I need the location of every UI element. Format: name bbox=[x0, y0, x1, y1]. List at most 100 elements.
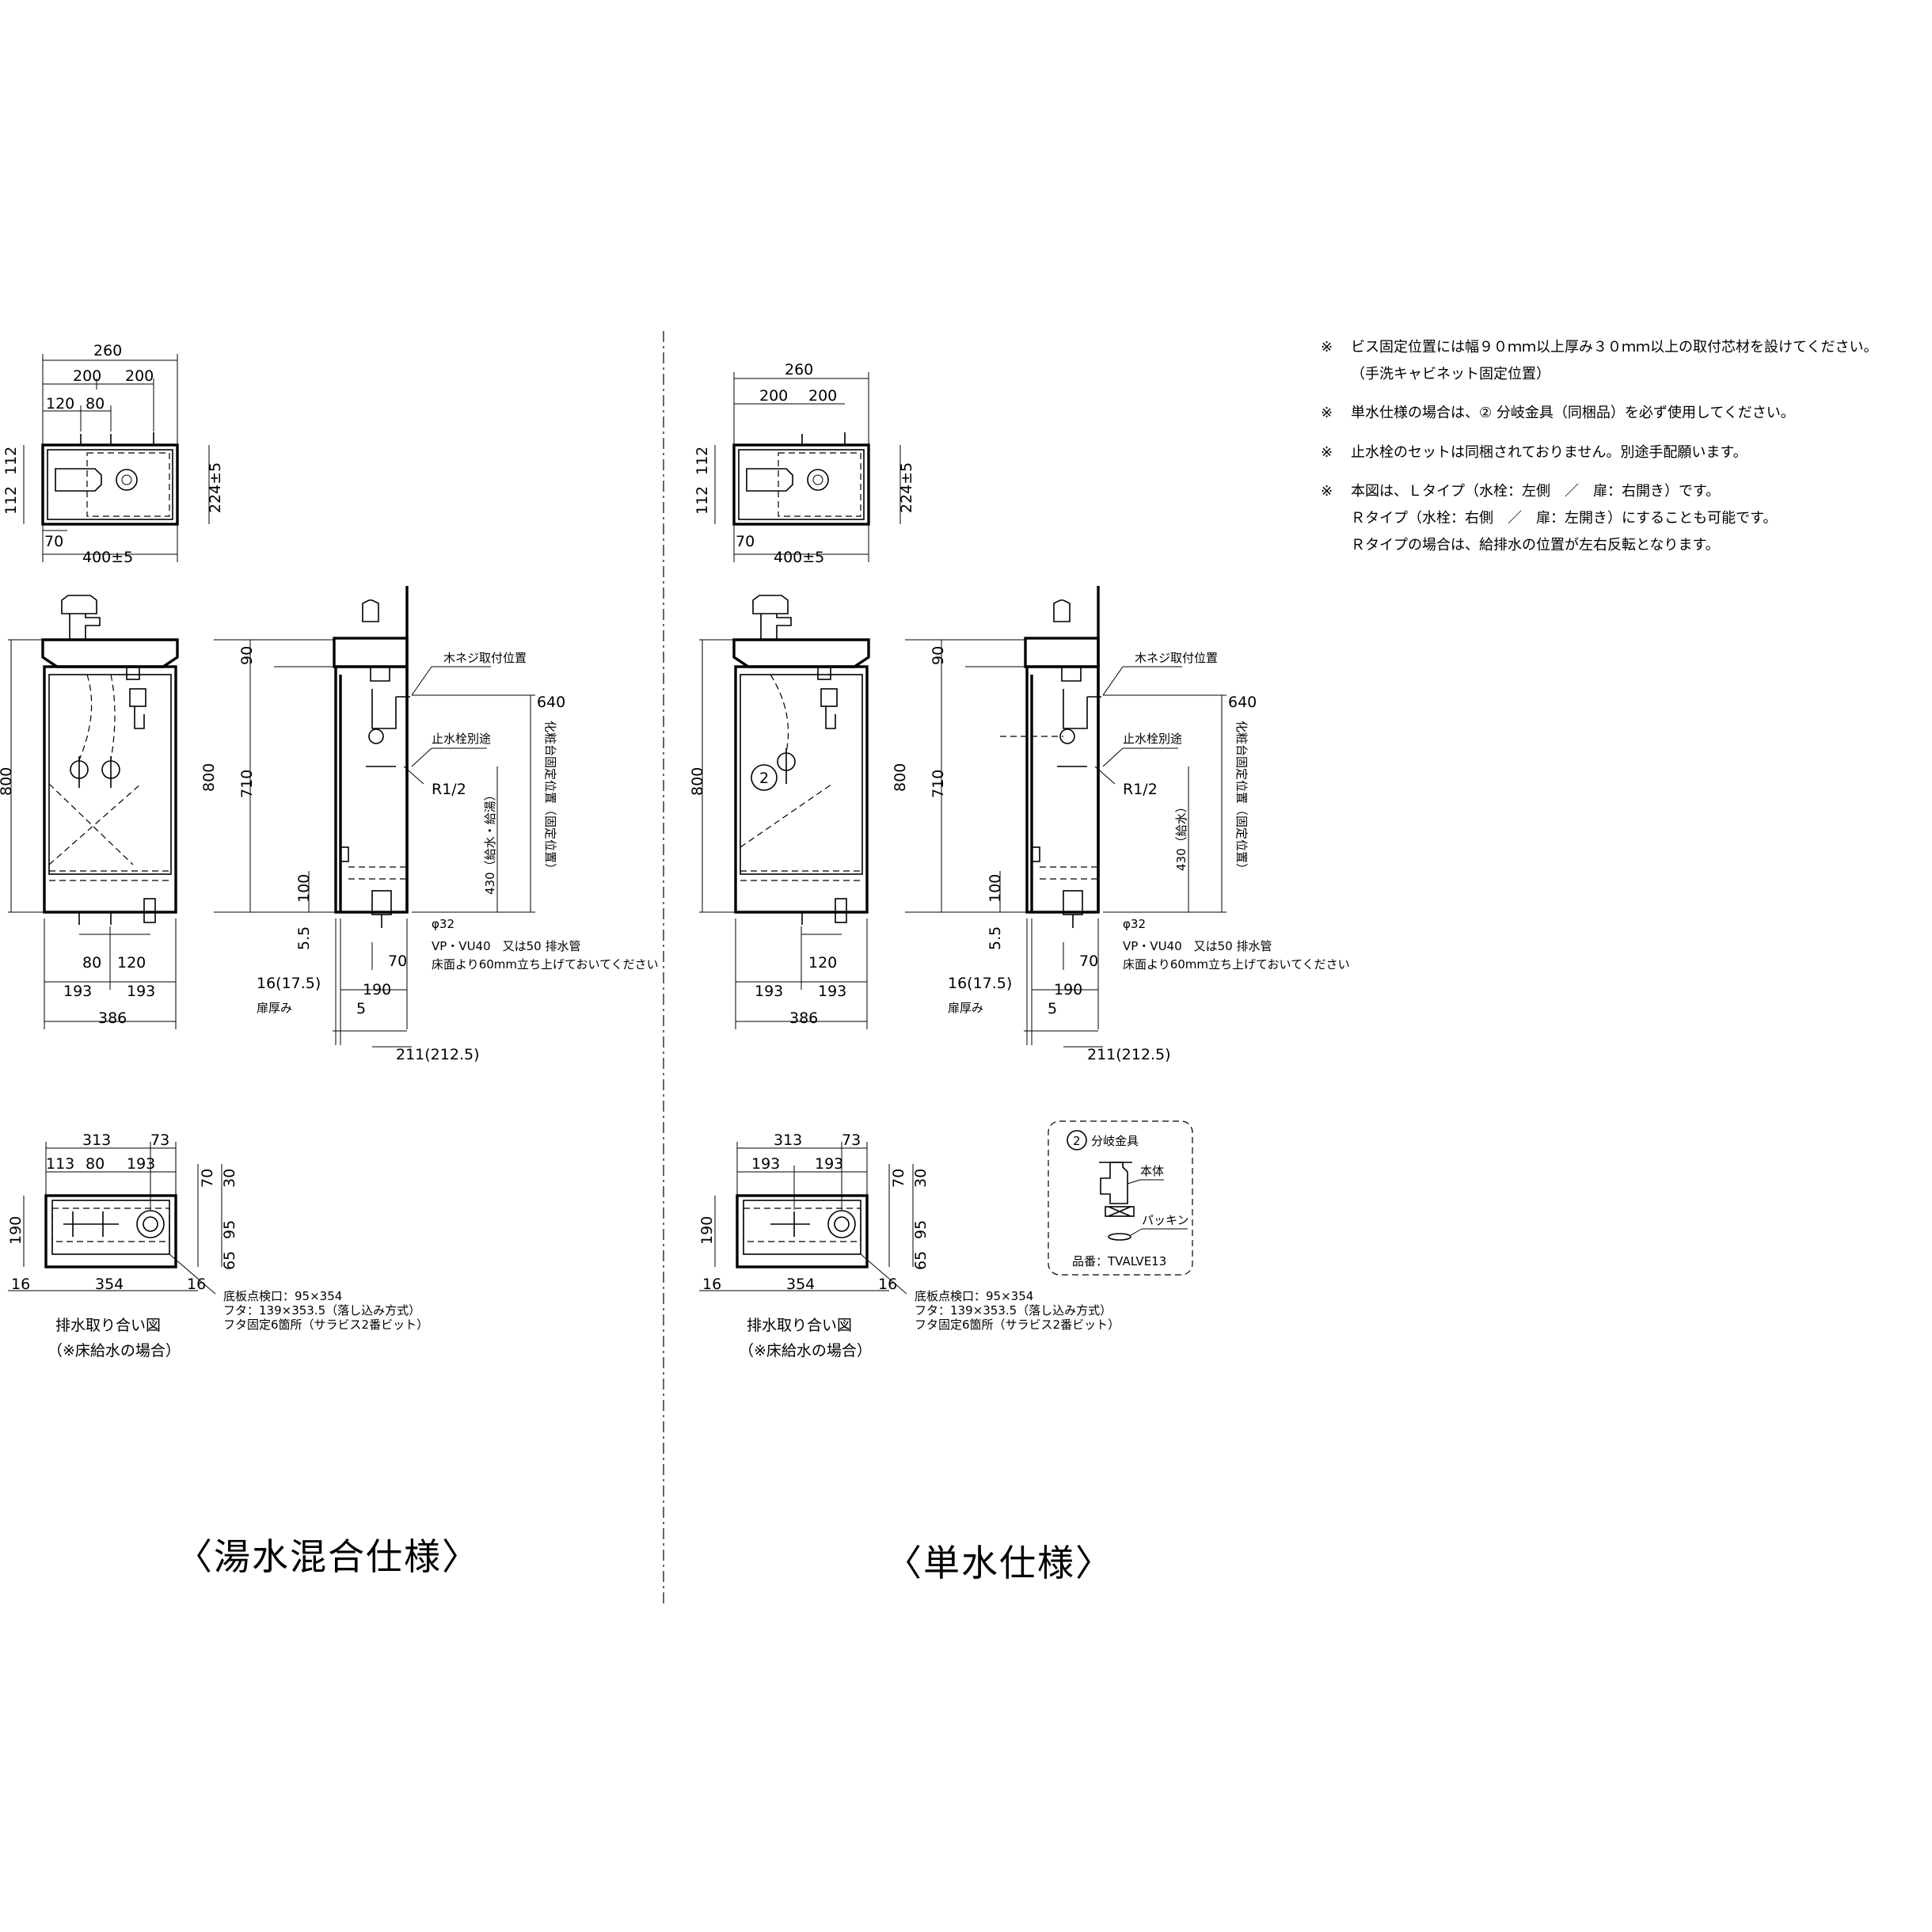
note-line: （手洗キャビネット固定位置） bbox=[1351, 365, 1550, 382]
spec-line-2: フタ：139×353.5（落し込み方式） bbox=[223, 1303, 420, 1318]
dim-70: 70 bbox=[890, 1169, 907, 1188]
dim-260: 260 bbox=[93, 342, 122, 359]
note-mark: ※ bbox=[1321, 483, 1333, 500]
dim-112-b: 112 bbox=[2, 447, 20, 475]
dim-120: 120 bbox=[117, 954, 146, 972]
dim-65: 65 bbox=[912, 1251, 930, 1270]
dim-430: 430（給水・給湯） bbox=[483, 789, 497, 895]
single-spec-drawings: 260 200 200 70 400±5 224±5 112 112 2 bbox=[689, 361, 1350, 1360]
r-half-label: R1/2 bbox=[432, 781, 466, 798]
callout-number: 2 bbox=[759, 770, 769, 787]
mixed-bottom-view: 313 73 113 80 193 70 30 95 65 190 16 354… bbox=[7, 1131, 428, 1360]
note-mark: ※ bbox=[1321, 443, 1333, 461]
dim-200-a: 200 bbox=[759, 387, 788, 405]
dim-95: 95 bbox=[912, 1220, 930, 1239]
mixed-front-view: 800 80 120 193 193 386 bbox=[0, 595, 179, 1029]
dim-70: 70 bbox=[736, 533, 755, 550]
dim-193-b: 193 bbox=[818, 983, 846, 1000]
note-line: 止水栓のセットは同梱されておりません。別途手配願います。 bbox=[1351, 443, 1748, 461]
note-item: ※ 止水栓のセットは同梱されておりません。別途手配願います。 bbox=[1321, 444, 1922, 471]
note-line: Ｒタイプ（水栓：右側 ／ 扉：左開き）にすることも可能です。 bbox=[1351, 509, 1778, 527]
dim-100: 100 bbox=[987, 874, 1004, 903]
spec-line-1: 底板点検口：95×354 bbox=[223, 1289, 342, 1303]
stop-valve-label: 止水栓別途 bbox=[432, 732, 491, 746]
dim-386: 386 bbox=[98, 1010, 127, 1027]
dim-386: 386 bbox=[789, 1010, 818, 1027]
dim-260: 260 bbox=[785, 361, 813, 378]
dim-5: 5 bbox=[1048, 1000, 1057, 1017]
spec-line-1: 底板点検口：95×354 bbox=[915, 1289, 1033, 1303]
dim-224: 224±5 bbox=[898, 462, 915, 513]
notes-list: ※ ビス固定位置には幅９０ｍｍ以上厚み３０ｍｍ以上の取付芯材を設けてください。 … bbox=[1321, 339, 1922, 576]
drain-pipe-label: VP・VU40 又は50 排水管 bbox=[432, 939, 581, 953]
dim-70: 70 bbox=[1079, 953, 1098, 970]
branch-packing-label: パッキン bbox=[1142, 1213, 1189, 1227]
dim-800: 800 bbox=[689, 767, 706, 796]
vanity-fixing-label: 化粧台固定位置（固定位置） bbox=[543, 721, 557, 875]
dim-70: 70 bbox=[44, 533, 63, 550]
dim-16-a: 16 bbox=[702, 1276, 721, 1293]
branch-number: 2 bbox=[1073, 1134, 1081, 1148]
dim-120: 120 bbox=[808, 954, 837, 972]
dim-200-b: 200 bbox=[808, 387, 837, 405]
bottom-view-title: 排水取り合い図 bbox=[55, 1317, 161, 1334]
dim-80: 80 bbox=[86, 395, 105, 413]
dim-16-b: 16 bbox=[878, 1276, 897, 1293]
dim-800: 800 bbox=[0, 767, 15, 796]
single-bottom-view: 313 73 193 193 70 30 95 65 190 16 354 16… bbox=[698, 1131, 1120, 1360]
spec-line-3: フタ固定6箇所（サラビス2番ビット） bbox=[915, 1318, 1120, 1332]
caption-mixed-spec: 〈湯水混合仕様〉 bbox=[176, 1535, 480, 1578]
dim-70: 70 bbox=[388, 953, 407, 970]
dim-193: 193 bbox=[127, 1155, 155, 1173]
bottom-view-subtitle: （※床給水の場合） bbox=[739, 1342, 872, 1360]
spec-line-3: フタ固定6箇所（サラビス2番ビット） bbox=[223, 1318, 428, 1332]
drain-pipe-label: VP・VU40 又は50 排水管 bbox=[1123, 939, 1272, 953]
phi32-label: φ32 bbox=[1123, 917, 1146, 931]
dim-16-b: 16 bbox=[187, 1276, 206, 1293]
dim-80: 80 bbox=[86, 1155, 105, 1173]
dim-800: 800 bbox=[200, 763, 218, 792]
dim-354: 354 bbox=[786, 1276, 815, 1293]
r-half-label: R1/2 bbox=[1123, 781, 1158, 798]
dim-80: 80 bbox=[82, 954, 101, 972]
note-item: ※ ビス固定位置には幅９０ｍｍ以上厚み３０ｍｍ以上の取付芯材を設けてください。 … bbox=[1321, 339, 1922, 392]
single-side-view: 800 90 710 100 5.5 640 430（給水） 化粧台固定位置（固… bbox=[892, 586, 1350, 1063]
note-item: ※ 単水仕様の場合は、② 分岐金具（同梱品）を必ず使用してください。 bbox=[1321, 405, 1922, 432]
phi32-label: φ32 bbox=[432, 917, 454, 931]
dim-16: 16(17.5) bbox=[948, 975, 1012, 992]
note-line: Ｒタイプの場合は、給排水の位置が左右反転となります。 bbox=[1351, 536, 1720, 553]
dim-190: 190 bbox=[1054, 981, 1082, 998]
dim-224: 224±5 bbox=[207, 462, 224, 513]
dim-190: 190 bbox=[7, 1216, 25, 1245]
dim-65: 65 bbox=[221, 1251, 238, 1270]
single-top-view: 260 200 200 70 400±5 224±5 112 112 bbox=[694, 361, 915, 566]
dim-710: 710 bbox=[238, 770, 256, 798]
dim-640: 640 bbox=[537, 694, 565, 711]
note-line: ビス固定位置には幅９０ｍｍ以上厚み３０ｍｍ以上の取付芯材を設けてください。 bbox=[1351, 339, 1878, 356]
note-mark: ※ bbox=[1321, 405, 1333, 422]
dim-193-a: 193 bbox=[63, 983, 92, 1000]
dim-193-a: 193 bbox=[755, 983, 783, 1000]
mixed-side-view: 800 90 710 100 5.5 640 430（給水・給湯） 化粧台固定位… bbox=[200, 586, 659, 1063]
door-thickness-label: 扉厚み bbox=[257, 1001, 292, 1015]
dim-190: 190 bbox=[363, 981, 391, 998]
dim-30: 30 bbox=[912, 1169, 930, 1188]
dim-113: 113 bbox=[46, 1155, 74, 1173]
dim-112-a: 112 bbox=[694, 486, 711, 515]
dim-112-b: 112 bbox=[694, 447, 711, 475]
note-mark: ※ bbox=[1321, 339, 1333, 356]
dim-16-a: 16 bbox=[11, 1276, 30, 1293]
mixed-spec-drawings: 260 200 200 120 80 70 400±5 224±5 112 11… bbox=[0, 342, 659, 1360]
dim-70: 70 bbox=[199, 1169, 216, 1188]
branch-part-number: 品番：TVALVE13 bbox=[1072, 1254, 1166, 1268]
dim-354: 354 bbox=[95, 1276, 124, 1293]
dim-193-b: 193 bbox=[127, 983, 155, 1000]
screw-position-label: 木ネジ取付位置 bbox=[443, 651, 527, 665]
note-line: 本図は、Ｌタイプ（水栓：左側 ／ 扉：右開き）です。 bbox=[1351, 483, 1721, 500]
dim-193-a: 193 bbox=[751, 1155, 780, 1173]
dim-16: 16(17.5) bbox=[257, 975, 321, 992]
single-front-view: 2 800 120 193 193 386 bbox=[689, 595, 870, 1029]
dim-313: 313 bbox=[774, 1131, 802, 1149]
dim-90: 90 bbox=[238, 646, 256, 665]
